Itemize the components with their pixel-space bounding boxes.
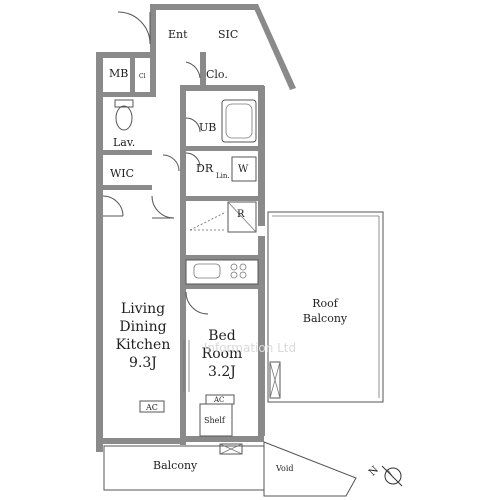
bed-label-line1: Bed [208,328,236,344]
room-label-r: R [237,209,245,220]
room-label-sic: SIC [218,28,238,41]
shelf-label: Shelf [204,416,226,425]
ac-label-bed: AC [213,396,224,404]
room-label-ent: Ent [168,28,188,41]
room-label-dr: DR [196,162,214,175]
ldk-label-line1: Living [121,301,165,317]
room-label-cl: Cl [139,73,146,80]
void-label: Void [275,464,294,473]
room-label-clo: Clo. [206,68,228,81]
watermark: Information Ltd [204,341,296,355]
ldk-size: 9.3J [129,355,157,371]
compass-north-label: N [367,464,381,478]
room-label-ub: UB [199,121,216,134]
room-label-lav: Lav. [113,136,135,149]
ac-label-ldk: AC [145,403,158,412]
room-label-mb: MB [109,67,128,80]
roof-balcony-line2: Balcony [303,312,348,325]
balcony-label: Balcony [153,459,198,472]
ldk-label-line3: Kitchen [116,337,171,353]
ldk-label-line2: Dining [119,319,166,335]
north-compass-icon: N [367,464,403,487]
room-label-lin: Lin. [216,172,230,180]
room-label-w: W [238,164,249,175]
doors [102,11,209,315]
walls [96,4,296,452]
roof-balcony-line1: Roof [312,297,339,310]
bed-label-line2: Room [202,346,243,362]
bed-size: 3.2J [208,364,236,380]
fixtures [103,99,384,497]
room-label-wic: WIC [110,167,134,180]
